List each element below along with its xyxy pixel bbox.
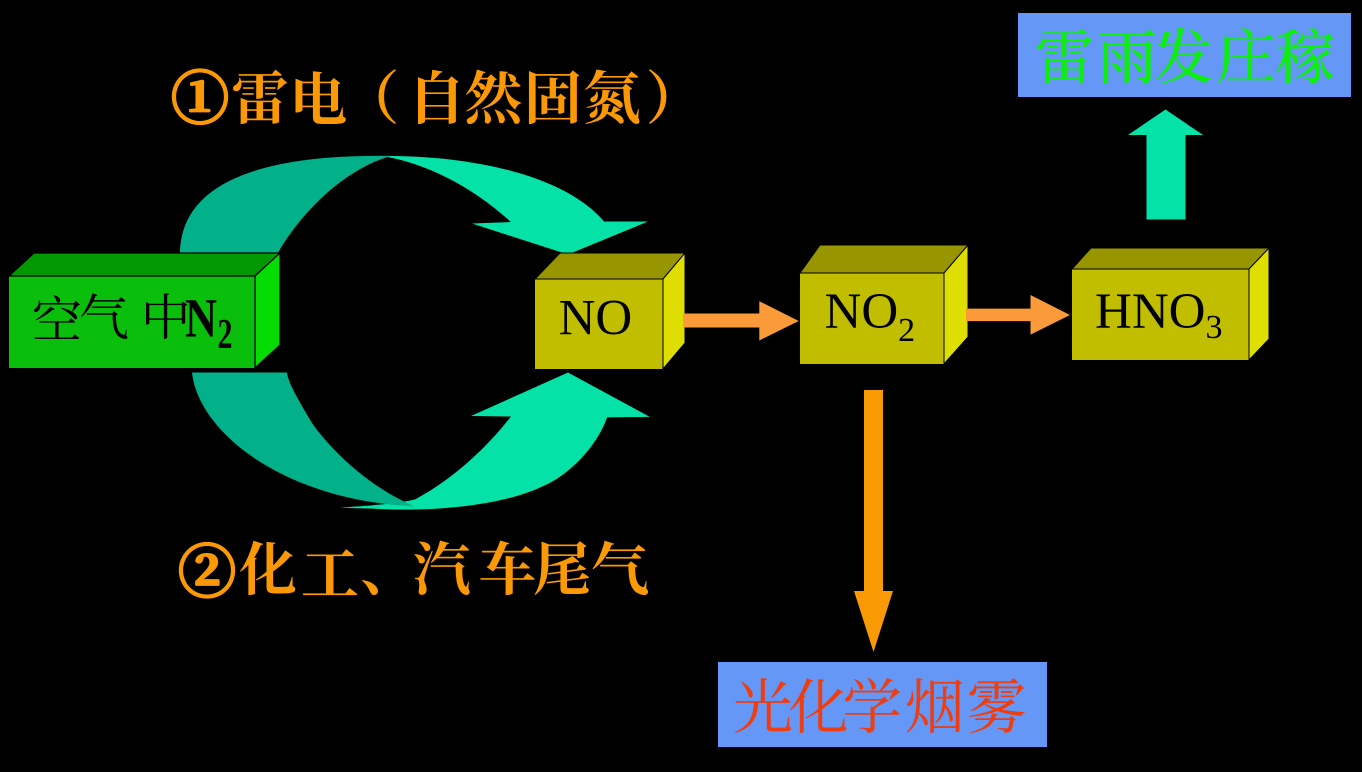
svg-text:2: 2: [218, 312, 233, 358]
svg-text:HNO3: HNO3: [1095, 284, 1223, 346]
svg-text:N: N: [185, 288, 217, 349]
svg-text:NO: NO: [559, 291, 633, 347]
